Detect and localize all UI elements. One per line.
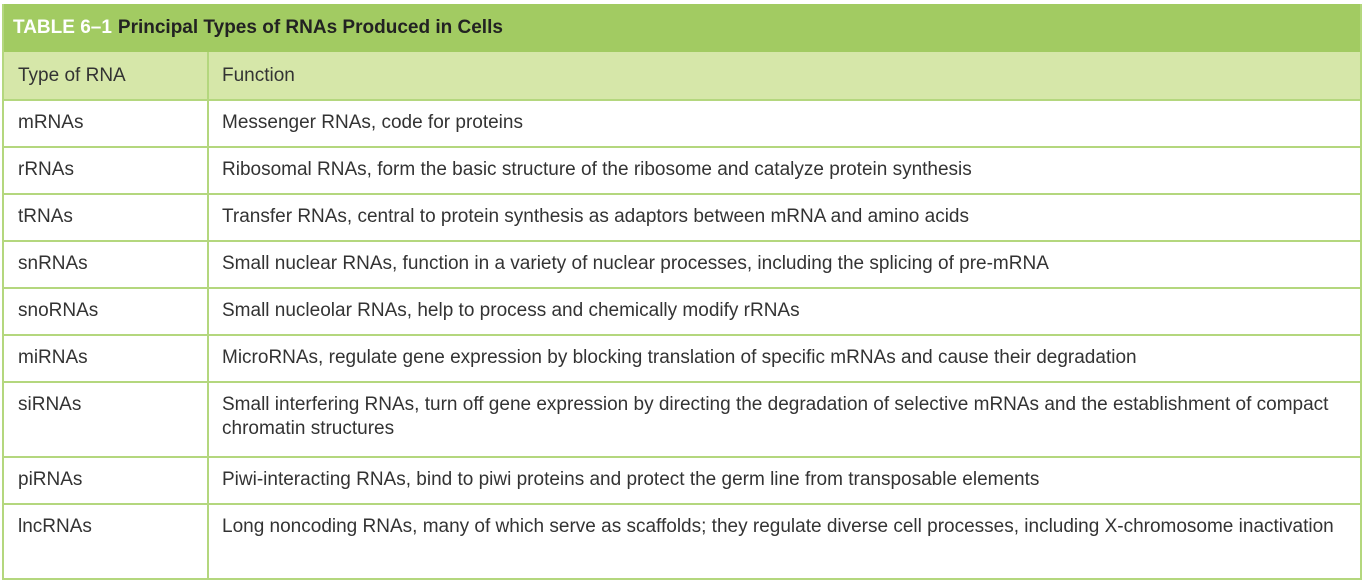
table-row: snoRNAs Small nucleolar RNAs, help to pr… xyxy=(4,287,1360,334)
rna-function-cell: Transfer RNAs, central to protein synthe… xyxy=(222,206,969,227)
rna-function-cell: Small nuclear RNAs, function in a variet… xyxy=(222,253,1049,274)
rna-function-cell: Messenger RNAs, code for proteins xyxy=(222,112,523,133)
table-row: snRNAs Small nuclear RNAs, function in a… xyxy=(4,240,1360,287)
rna-type-cell: snRNAs xyxy=(4,242,209,287)
rna-types-table: TABLE 6–1 Principal Types of RNAs Produc… xyxy=(2,4,1362,580)
rna-type-cell: snoRNAs xyxy=(4,289,209,334)
rna-type-cell: piRNAs xyxy=(4,458,209,503)
rna-type-cell: mRNAs xyxy=(4,101,209,146)
rna-function-cell: Small nucleolar RNAs, help to process an… xyxy=(222,300,800,321)
rna-type-cell: tRNAs xyxy=(4,195,209,240)
table-header-row: Type of RNA Function xyxy=(4,52,1360,99)
table-row: tRNAs Transfer RNAs, central to protein … xyxy=(4,193,1360,240)
table-number: TABLE 6–1 xyxy=(13,17,112,38)
rna-type-cell: lncRNAs xyxy=(4,505,209,578)
table-row: mRNAs Messenger RNAs, code for proteins xyxy=(4,99,1360,146)
table-row: siRNAs Small interfering RNAs, turn off … xyxy=(4,381,1360,456)
rna-function-cell: Long noncoding RNAs, many of which serve… xyxy=(222,516,1334,537)
table-row: miRNAs MicroRNAs, regulate gene expressi… xyxy=(4,334,1360,381)
rna-type-cell: siRNAs xyxy=(4,383,209,456)
rna-function-cell: MicroRNAs, regulate gene expression by b… xyxy=(222,347,1137,368)
table-row: lncRNAs Long noncoding RNAs, many of whi… xyxy=(4,503,1360,578)
rna-function-cell: Small interfering RNAs, turn off gene ex… xyxy=(222,394,1329,439)
table-title-bar: TABLE 6–1 Principal Types of RNAs Produc… xyxy=(4,4,1360,52)
table-title: Principal Types of RNAs Produced in Cell… xyxy=(117,17,503,38)
column-header-type: Type of RNA xyxy=(4,52,209,99)
column-header-function: Function xyxy=(222,65,295,86)
rna-function-cell: Piwi-interacting RNAs, bind to piwi prot… xyxy=(222,469,1040,490)
rna-type-cell: miRNAs xyxy=(4,336,209,381)
rna-function-cell: Ribosomal RNAs, form the basic structure… xyxy=(222,159,972,180)
table-row: rRNAs Ribosomal RNAs, form the basic str… xyxy=(4,146,1360,193)
rna-type-cell: rRNAs xyxy=(4,148,209,193)
table-row: piRNAs Piwi-interacting RNAs, bind to pi… xyxy=(4,456,1360,503)
